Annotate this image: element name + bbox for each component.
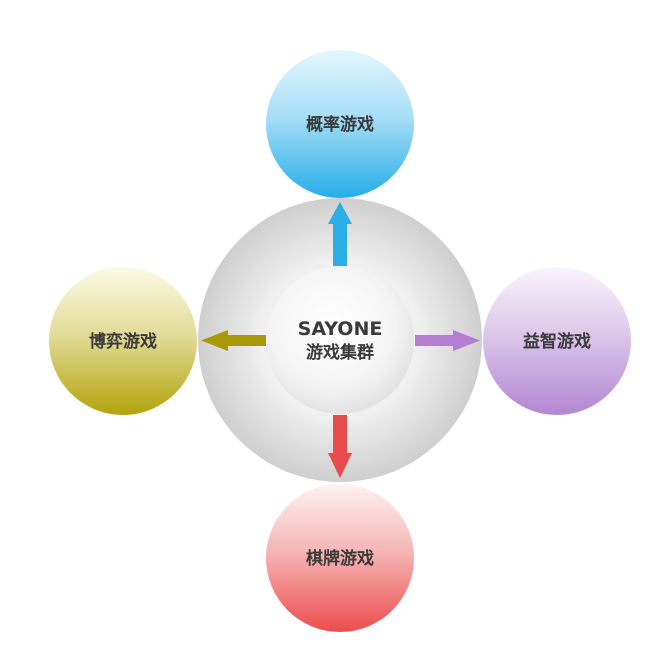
node-top: 概率游戏 — [266, 50, 414, 198]
center-disc — [266, 266, 414, 414]
node-right: 益智游戏 — [483, 267, 631, 415]
arrow-up — [328, 202, 352, 266]
center-subtitle: 游戏集群 — [306, 342, 374, 363]
node-right-label: 益智游戏 — [523, 331, 591, 352]
node-left: 博弈游戏 — [49, 267, 197, 415]
node-bottom-label: 棋牌游戏 — [306, 548, 374, 569]
node-bottom: 棋牌游戏 — [266, 484, 414, 632]
node-left-label: 博弈游戏 — [89, 331, 157, 352]
node-top-label: 概率游戏 — [306, 114, 374, 135]
arrow-right — [415, 330, 480, 351]
center-title: SAYONE — [298, 318, 383, 340]
arrow-left — [201, 330, 266, 351]
arrow-down — [328, 415, 352, 478]
